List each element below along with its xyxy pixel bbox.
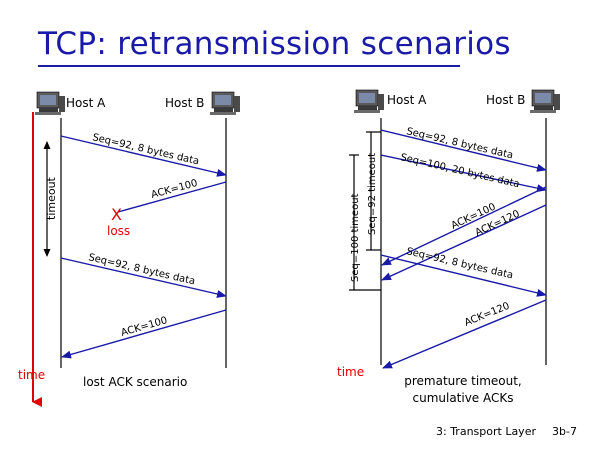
right-seg1-arrow — [380, 129, 547, 172]
right-time-label: time — [337, 365, 364, 379]
host-b-computer-icon — [529, 89, 561, 114]
left-timeout-label: timeout — [45, 176, 58, 220]
left-loss-label: loss — [107, 224, 130, 238]
right-host-b-label: Host B — [486, 93, 525, 107]
left-ack1-label: ACK=100 — [150, 178, 199, 201]
left-scenario: Host A Host B time timeout Seq=92, 8 byt… — [18, 91, 241, 407]
host-a-computer-icon — [353, 89, 385, 114]
right-seg2-arrow — [380, 154, 547, 193]
left-ack2-label: ACK=100 — [120, 315, 169, 339]
left-time-label: time — [18, 368, 45, 382]
right-seq92-timeout-label: Seq=92 timeout — [367, 153, 378, 235]
right-caption-line2: cumulative ACKs — [412, 391, 513, 405]
left-caption: lost ACK scenario — [83, 375, 187, 389]
right-host-a-label: Host A — [387, 93, 427, 107]
title-underline — [38, 65, 460, 67]
left-ack1-arrow — [117, 181, 227, 213]
left-seg1-label: Seq=92, 8 bytes data — [91, 132, 200, 167]
footer-slide-number: 3b-7 — [552, 425, 577, 438]
left-host-b-label: Host B — [165, 96, 204, 110]
left-ack2-arrow — [61, 309, 227, 359]
right-scenario: Host A Host B Seq=92 timeout Seq=100 tim… — [337, 89, 561, 405]
host-b-computer-icon — [209, 91, 241, 116]
right-ack1-arrow — [381, 186, 547, 266]
right-ack2-arrow — [381, 204, 547, 281]
left-seg1-arrow — [60, 135, 227, 177]
right-seg3-label: Seq=92, 8 bytes data — [405, 246, 514, 281]
left-seg2-arrow — [60, 257, 227, 298]
left-seg2-label: Seq=92, 8 bytes data — [87, 252, 196, 287]
right-caption-line1: premature timeout, — [404, 374, 521, 388]
host-a-computer-icon — [34, 91, 66, 116]
right-ack3-arrow — [382, 299, 547, 369]
left-loss-x: X — [111, 205, 122, 224]
left-host-a-label: Host A — [66, 96, 106, 110]
footer-chapter: 3: Transport Layer — [436, 425, 536, 438]
right-seq100-timeout-label: Seq=100 timeout — [350, 193, 361, 282]
slide-title: TCP: retransmission scenarios — [38, 26, 511, 62]
right-seg3-arrow — [380, 254, 547, 297]
